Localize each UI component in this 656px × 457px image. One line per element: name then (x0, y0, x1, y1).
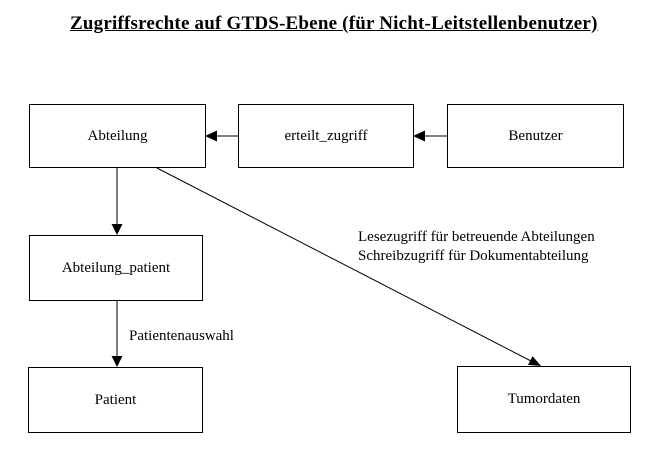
node-patient: Patient (28, 367, 203, 433)
node-abteilung-label: Abteilung (87, 127, 148, 144)
arrow-benutzer-to-erteilt-zugriff (413, 130, 447, 142)
tumordaten-access-annotation-line2: Schreibzugriff für Dokumentabteilung (358, 248, 589, 264)
node-abteilung: Abteilung (29, 104, 206, 168)
node-erteilt-zugriff: erteilt_zugriff (238, 104, 414, 168)
node-abteilung-patient: Abteilung_patient (29, 235, 203, 301)
node-patient-label: Patient (94, 391, 137, 408)
tumordaten-access-annotation-line1: Lesezugriff für betreuende Abteilungen (358, 229, 595, 245)
node-tumordaten-label: Tumordaten (507, 391, 581, 407)
node-abteilung-patient-label: Abteilung_patient (61, 259, 171, 276)
node-benutzer-label: Benutzer (508, 127, 563, 144)
arrow-erteilt-zugriff-to-abteilung (205, 130, 238, 142)
node-benutzer: Benutzer (447, 104, 624, 168)
node-tumordaten: Tumordaten (457, 366, 631, 433)
diagram-title: Zugriffsrechte auf GTDS-Ebene (für Nicht… (70, 13, 598, 34)
patientenauswahl-edge-label: Patientenauswahl (129, 328, 234, 344)
arrow-abteilung-to-abteilung-patient (111, 168, 123, 235)
arrow-abteilung-to-tumordaten (156, 167, 541, 366)
tumordaten-access-annotation: Lesezugriff für betreuende Abteilungen S… (358, 228, 595, 266)
node-erteilt-zugriff-label: erteilt_zugriff (284, 127, 368, 144)
arrow-abteilung-patient-to-patient (111, 301, 123, 367)
